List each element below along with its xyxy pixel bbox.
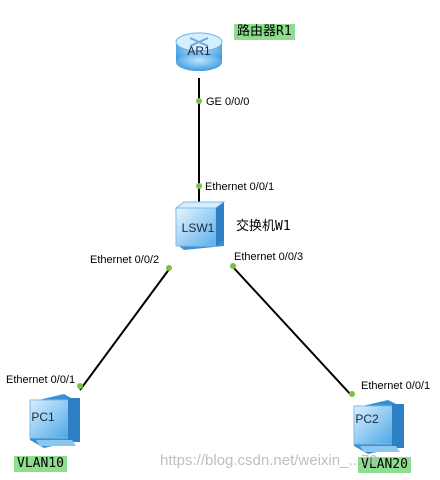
router-name-tag: 路由器R1 xyxy=(234,24,295,40)
link-switch-pc1 xyxy=(79,267,171,391)
switch-label: LSW1 xyxy=(181,221,215,235)
pc1-icon[interactable] xyxy=(29,394,80,448)
pc2-label: PC2 xyxy=(355,412,379,426)
port-label-router-ge: GE 0/0/0 xyxy=(206,96,250,108)
port-dot-switch-uplink xyxy=(196,183,202,189)
port-dot-pc2 xyxy=(349,391,355,397)
pc2-icon[interactable] xyxy=(353,400,404,454)
port-dot-router-ge xyxy=(196,98,202,104)
port-label-pc1: Ethernet 0/0/1 xyxy=(6,374,76,386)
pc2-vlan-tag: VLAN20 xyxy=(358,457,411,473)
watermark: https://blog.csdn.net/weixin_...70 xyxy=(160,452,378,469)
switch-name-tag: 交换机W1 xyxy=(236,219,291,234)
pc1-vlan-tag: VLAN10 xyxy=(14,456,67,472)
pc1-label: PC1 xyxy=(31,410,55,424)
port-label-switch-p2: Ethernet 0/0/2 xyxy=(90,254,160,266)
switch-icon[interactable] xyxy=(174,201,226,250)
link-switch-pc2 xyxy=(231,265,353,397)
router-icon[interactable] xyxy=(175,32,223,71)
port-label-switch-uplink: Ethernet 0/0/1 xyxy=(205,181,275,193)
port-label-switch-p3: Ethernet 0/0/3 xyxy=(234,251,304,263)
port-dot-pc1 xyxy=(77,383,83,389)
port-dot-switch-p3 xyxy=(230,263,236,269)
router-label: AR1 xyxy=(187,44,211,58)
port-dot-switch-p2 xyxy=(166,265,172,271)
port-label-pc2: Ethernet 0/0/1 xyxy=(361,380,431,392)
